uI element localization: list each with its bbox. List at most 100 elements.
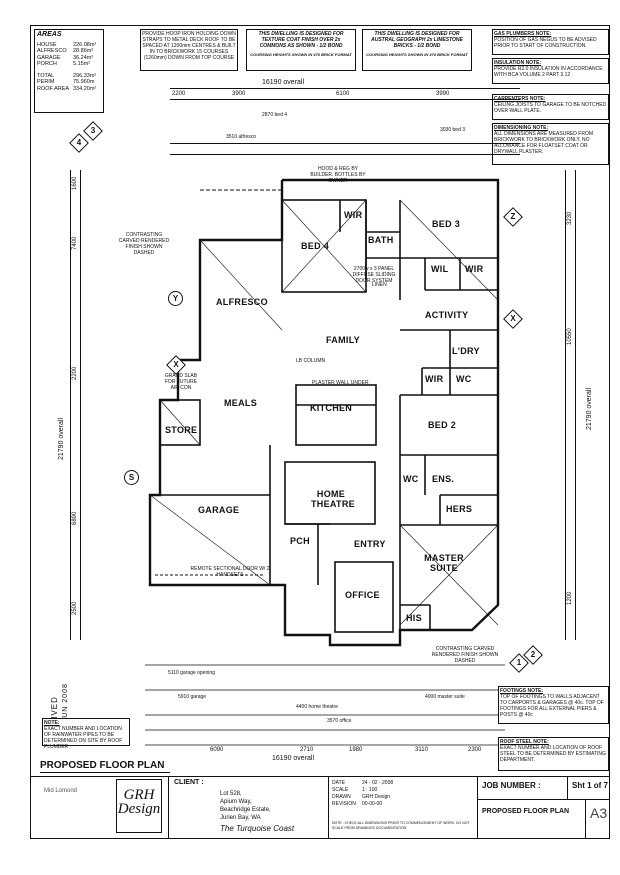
bottom-dim-home-theatre: 4400 home theatre: [296, 704, 338, 710]
sheet-label: Sht 1 of 7: [572, 781, 609, 790]
top-dim-3: 6100: [336, 91, 350, 97]
client-address: Lot 528, Apium Way, Beachridge Estate, J…: [220, 790, 271, 822]
sectional-door-note: REMOTE SECTIONAL DOOR W/ 2 HANDSETS: [190, 566, 270, 578]
footings-note-title: FOOTINGS NOTE:: [500, 688, 544, 694]
top-dim-bed4: 2870 bed 4: [262, 112, 288, 118]
gas-note-title: GAS PLUMBERS NOTE:: [494, 31, 552, 37]
firm-note: Mid Lomond: [44, 788, 78, 794]
drawing-sheet: [30, 25, 610, 839]
top-overall-dimension: 16190 overall: [262, 79, 305, 86]
plan-title-underline: [40, 772, 170, 773]
room-activity: ACTIVITY: [425, 310, 469, 320]
top-dimension-line-2: [170, 99, 520, 100]
client-estate: Beachridge Estate,: [220, 807, 271, 813]
dimensioning-note-title: DIMENSIONING NOTE:: [494, 125, 549, 131]
room-hers: HERS: [446, 504, 473, 514]
room-store: STORE: [165, 425, 198, 435]
dimensioning-note-body: ALL DIMENSIONS ARE MEASURED FROM BRICKWO…: [494, 131, 593, 155]
area-value: 28.86m²: [73, 48, 94, 54]
title-divider-2: [328, 777, 329, 839]
bottom-dim-5: 2300: [468, 747, 482, 753]
job-number-label: JOB NUMBER :: [482, 781, 541, 790]
area-label: PORCH: [37, 61, 57, 67]
area-value: 75.960m: [73, 79, 95, 85]
title-block: Mid Lomond GRH Design CLIENT : Lot 528, …: [30, 776, 609, 839]
roof-steel-note: ROOF STEEL NOTE: EXACT NUMBER AND LOCATI…: [498, 737, 609, 771]
title-divider-4: [567, 777, 568, 799]
scale-label: SCALE: [332, 787, 349, 793]
hoop-iron-note: PROVIDE HOOP IRON HOLDING DOWN STRAPS TO…: [140, 29, 238, 71]
bottom-dim-1: 6090: [210, 747, 224, 753]
room-home-theatre: HOME THEATRE: [311, 489, 355, 509]
area-label: TOTAL: [37, 72, 55, 79]
linen-note: LINEN: [372, 282, 387, 288]
area-row: GARAGE 36.24m²: [35, 55, 103, 62]
area-label: PERIM: [37, 79, 55, 85]
room-bed2: BED 2: [428, 420, 457, 430]
area-label: HOUSE: [37, 41, 57, 48]
insulation-note-body: PROVIDE R2.0 INSULATION IN ACCORDANCE WI…: [494, 66, 603, 78]
hood-note: HOOD & REG BY BUILDER. BOTTLES BY OWNER: [310, 166, 366, 184]
marker-y: Y: [168, 291, 183, 306]
room-entry: ENTRY: [354, 539, 386, 549]
area-value: 226.08m²: [73, 41, 97, 48]
room-wir-1: WIR: [344, 210, 363, 220]
room-office: OFFICE: [345, 590, 380, 600]
gas-note-body: POSITION OF GAS NEGUS TO BE ADVISED PRIO…: [494, 37, 597, 49]
lb-column-note: LB COLUMN: [296, 358, 326, 364]
top-dimension-line: [170, 88, 520, 89]
rainwater-note-title: NOTE:: [44, 720, 60, 726]
room-master-suite: MASTER SUITE: [424, 553, 464, 573]
top-dim-1: 2200: [172, 91, 186, 97]
top-dim-bed3: 3030 bed 3: [440, 127, 466, 133]
bottom-dim-4: 3110: [415, 747, 428, 753]
carved-pier-note: CONTRASTING CARVED RENDERED FINISH SHOWN…: [118, 232, 170, 256]
room-garage: GARAGE: [198, 505, 240, 515]
room-ensuite: ENS.: [432, 474, 455, 484]
footings-note-body: TOP OF FOOTINGS TO WALLS ADJACENT TO CAR…: [500, 694, 604, 718]
room-alfresco: ALFRESCO: [216, 297, 268, 307]
rainwater-note: NOTE: EXACT NUMBER AND LOCATION OF RAINW…: [42, 718, 130, 750]
room-wir-3: WIR: [425, 374, 444, 384]
top-dim-2: 3900: [232, 91, 246, 97]
project-name: The Turquoise Coast: [220, 824, 295, 833]
right-dimension-line: [575, 170, 576, 640]
texture-coat-subtext: COURSING HEIGHTS SHOWN IN 470 BRICK FORM…: [250, 52, 352, 57]
room-bath: BATH: [368, 235, 394, 245]
room-kitchen: KITCHEN: [310, 403, 353, 413]
areas-title: AREAS: [37, 31, 62, 38]
top-dimension-line-4: [170, 154, 520, 155]
room-wc-2: WC: [403, 474, 419, 484]
texture-coat-text: THIS DWELLING IS DESIGNED FOR TEXTURE CO…: [258, 31, 344, 49]
insulation-note: INSULATION NOTE: PROVIDE R2.0 INSULATION…: [492, 58, 609, 84]
area-value: 36.24m²: [73, 54, 94, 61]
area-label: GARAGE: [37, 54, 61, 61]
bottom-dim-office: 3570 office: [327, 718, 352, 724]
left-dimension-line: [70, 170, 71, 640]
room-bed3: BED 3: [432, 219, 461, 229]
austral-subtext: COURSING HEIGHTS SHOWN IN 470 BRICK FORM…: [366, 52, 468, 57]
bottom-overall-dimension: 16190 overall: [272, 755, 315, 762]
room-laundry: L'DRY: [452, 346, 480, 356]
plaster-wall-note: PLASTER WALL UNDER: [312, 380, 369, 386]
right-dimension-line-2: [565, 170, 566, 640]
austral-note: THIS DWELLING IS DESIGNED FOR AUSTRAL GE…: [362, 29, 472, 71]
footings-note: FOOTINGS NOTE: TOP OF FOOTINGS TO WALLS …: [498, 686, 609, 724]
drawn-label: DRAWN: [332, 794, 351, 800]
title-hline: [477, 799, 609, 800]
revision-value: 00-00-00: [362, 801, 383, 807]
firm-logo: GRH Design: [117, 787, 161, 817]
austral-text: THIS DWELLING IS DESIGNED FOR AUSTRAL GE…: [371, 31, 463, 49]
room-family: FAMILY: [326, 335, 360, 345]
plan-title: PROPOSED FLOOR PLAN: [40, 760, 165, 771]
bottom-dim-2: 2710: [300, 747, 314, 753]
drawn-value: GRH Design: [362, 794, 391, 800]
top-dimension-line-3: [170, 143, 520, 144]
date-value: 24 - 02 - 2008: [362, 780, 394, 786]
scale-value: 1 : 100: [362, 787, 378, 793]
